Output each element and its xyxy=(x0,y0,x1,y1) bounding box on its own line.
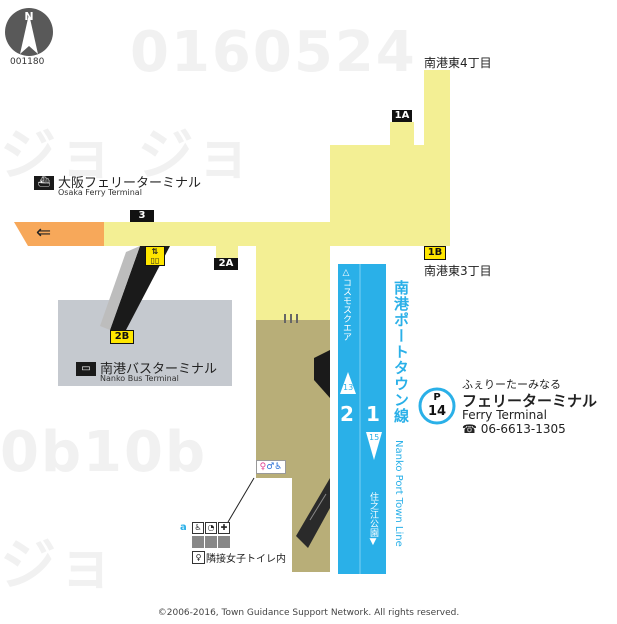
facility-marker: a xyxy=(180,522,187,533)
facility-icon-row-2 xyxy=(192,536,230,548)
platform-area xyxy=(256,320,330,572)
label-osaka-ferry-jp: 大阪フェリーターミナル xyxy=(58,176,202,191)
women-toilet-note: 隣接女子トイレ内 xyxy=(206,554,286,565)
gray-box-icon xyxy=(218,536,230,548)
concourse-area xyxy=(104,70,450,320)
baby-icon: ◔ xyxy=(205,522,217,534)
stair-2b xyxy=(110,246,170,330)
station-number-badge xyxy=(418,387,456,425)
exit-2a[interactable]: 2A xyxy=(214,258,238,270)
toilet-icon-group: ♀♂♿ xyxy=(256,460,286,474)
label-nanko-east-4: 南港東4丁目 xyxy=(424,56,492,70)
direction-north-label: △コスモスクエア xyxy=(341,268,351,341)
restroom-icon: ♂ xyxy=(266,462,275,472)
up-triangle-icon xyxy=(340,372,356,394)
ostomate-icon: ✚ xyxy=(218,522,230,534)
label-nanko-bus-jp: 南港バスターミナル xyxy=(100,362,218,377)
left-arrow-icon: ⇐ xyxy=(36,222,52,243)
platform-stair xyxy=(314,350,330,398)
exit-1a[interactable]: 1A xyxy=(392,110,412,122)
line-name-en: Nanko Port Town Line xyxy=(393,440,404,547)
exit-3[interactable]: 3 xyxy=(130,210,154,222)
wheelchair-icon: ♿ xyxy=(192,522,204,534)
elevator-icon: ⇅▯▯ xyxy=(145,246,165,266)
platform-number-2: 2 xyxy=(340,402,354,426)
label-nanko-east-3: 南港東3丁目 xyxy=(424,264,492,278)
copyright: ©2006-2016, Town Guidance Support Networ… xyxy=(157,608,460,618)
compass-letter: N xyxy=(24,10,34,23)
platform-escalator xyxy=(296,478,330,548)
station-num-south: 15 xyxy=(369,433,380,442)
label-nanko-bus-en: Nanko Bus Terminal xyxy=(100,374,179,383)
station-num-north: 13 xyxy=(343,383,354,392)
watermark-text: 0b10b xyxy=(0,420,208,485)
down-triangle-icon xyxy=(366,432,382,460)
station-phone: ☎ 06-6613-1305 xyxy=(462,422,566,436)
watermark-text: 0160524 xyxy=(130,20,417,85)
station-code: 001180 xyxy=(10,57,45,67)
platform-number-1: 1 xyxy=(366,402,380,426)
gray-box-icon xyxy=(205,536,217,548)
bus-icon: ▭ xyxy=(76,362,96,376)
station-reading: ふぇりーたーみなる xyxy=(462,378,561,391)
toward-north: コスモスクエア xyxy=(341,278,351,341)
line-name-jp: 南港ポートタウン線 xyxy=(392,280,410,424)
wheelchair-icon: ♿ xyxy=(274,462,283,472)
label-osaka-ferry-en: Osaka Ferry Terminal xyxy=(58,188,142,197)
badge-letter: P xyxy=(433,392,441,403)
north-arrow-icon xyxy=(20,14,38,54)
badge-number: 14 xyxy=(427,404,447,419)
ferry-direction-arrow xyxy=(14,222,104,246)
gray-box-icon xyxy=(192,536,204,548)
exit-1b[interactable]: 1B xyxy=(424,246,446,260)
toward-south: 住之江公園 xyxy=(368,492,378,537)
facility-icon-row: ♿ ◔ ✚ xyxy=(192,522,230,534)
station-name-en: Ferry Terminal xyxy=(462,408,547,422)
ship-icon: ⛴ xyxy=(34,176,54,190)
watermark-text: ジョ xyxy=(0,533,116,598)
station-name-jp: フェリーターミナル xyxy=(462,392,598,410)
track-area xyxy=(338,264,386,574)
direction-south-label: 住之江公園▼ xyxy=(368,492,378,547)
restroom-icon: ♀ xyxy=(259,462,267,472)
exit-2b[interactable]: 2B xyxy=(110,330,134,344)
women-toilet-icon: ♀ xyxy=(192,551,205,564)
